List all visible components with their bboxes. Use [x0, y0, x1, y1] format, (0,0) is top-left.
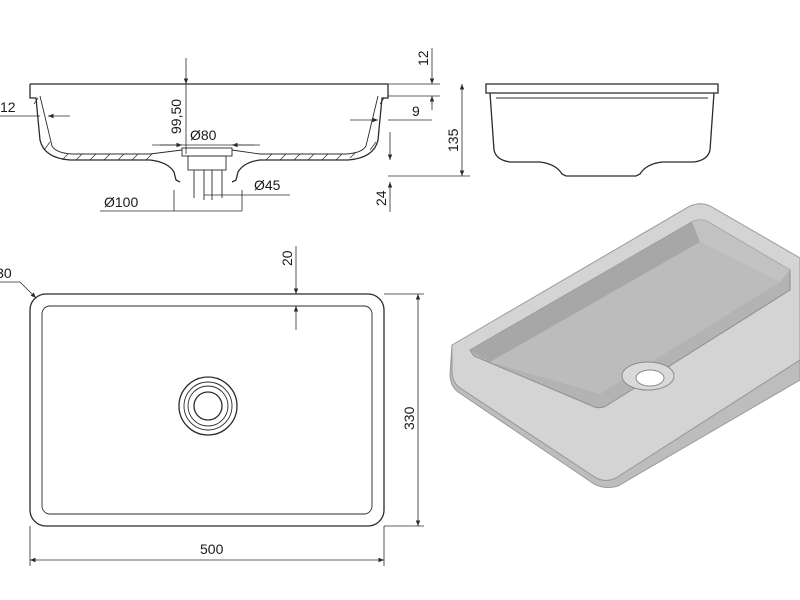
dim-width-500: 500: [200, 541, 224, 557]
dim-drain-projection: 24: [373, 190, 389, 206]
dim-rim-width: 20: [279, 250, 295, 266]
dim-depth: 99,50: [168, 99, 184, 134]
dim-overflow-ring: Ø80: [190, 127, 217, 143]
top-view: R30 20 330 500: [0, 246, 424, 566]
dim-total-height: 135: [445, 128, 461, 152]
dim-corner-radius: R30: [0, 265, 12, 281]
dim-drain-diameter: Ø45: [254, 177, 281, 193]
section-hatching: [33, 97, 385, 161]
dim-wall-thickness: 12: [0, 99, 16, 115]
dim-rim-height: 12: [415, 50, 431, 66]
section-view: 12 99,50 Ø80 Ø45 Ø100 12 9 135: [0, 48, 470, 212]
dim-edge-offset: 9: [412, 103, 420, 119]
front-elevation: [485, 83, 719, 177]
dim-outlet-diameter: Ø100: [104, 194, 138, 210]
3d-render: [449, 203, 800, 489]
dim-depth-330: 330: [401, 406, 417, 430]
